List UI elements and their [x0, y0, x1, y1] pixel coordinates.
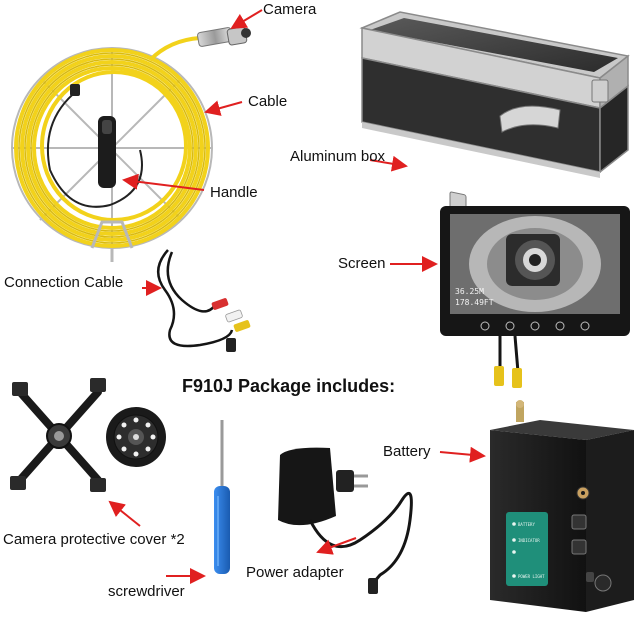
- red-arrow-icon: [122, 173, 205, 191]
- camera-protective-cover-cross: [10, 378, 106, 492]
- monitor: [440, 206, 630, 388]
- screen-distance-feet: 178.49FT: [455, 298, 494, 307]
- cable-label: Cable: [248, 93, 288, 110]
- screen-distance-meters: 36.25M: [455, 287, 484, 296]
- camera-cover-label: Camera protective cover *2: [3, 531, 185, 548]
- connection-cable: [157, 249, 251, 352]
- package-title: F910J Package includes:: [182, 376, 396, 396]
- battery-label: Battery: [383, 443, 431, 460]
- indicator-label: INDICATOR: [518, 538, 540, 543]
- battery-box: [490, 400, 634, 612]
- screwdriver: [214, 420, 230, 574]
- camera-label: Camera: [263, 1, 317, 18]
- screen-label: Screen: [338, 255, 386, 272]
- connection-cable-label: Connection Cable: [4, 274, 124, 291]
- power-adapter-label: Power adapter: [246, 564, 344, 581]
- power-light-label: POWER LIGHT: [518, 574, 545, 579]
- cable-reel: [11, 26, 251, 262]
- power-adapter: [278, 447, 413, 594]
- aluminum-box-label: Aluminum box: [290, 148, 386, 165]
- camera-protective-cover-round: [106, 407, 166, 467]
- red-arrow-icon: [204, 100, 243, 116]
- red-arrow-icon: [316, 537, 357, 555]
- aluminum-box: [359, 11, 630, 218]
- red-arrow-icon: [230, 9, 263, 30]
- red-arrow-icon: [439, 446, 486, 463]
- red-arrow-icon: [369, 155, 408, 172]
- screwdriver-label: screwdriver: [108, 583, 185, 600]
- battery-indicator-label: BATTERY: [518, 522, 535, 527]
- red-arrow-icon: [108, 500, 141, 527]
- handle-label: Handle: [210, 184, 258, 201]
